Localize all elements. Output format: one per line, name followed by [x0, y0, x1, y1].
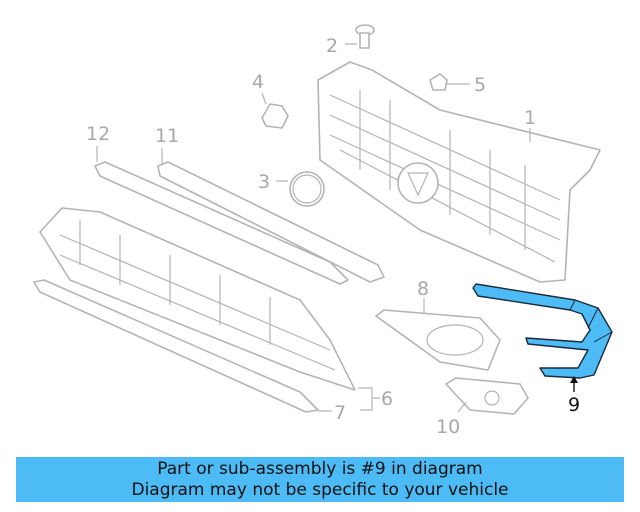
part-4-bracket[interactable]: [261, 92, 289, 129]
info-banner: Part or sub-assembly is #9 in diagram Di…: [16, 457, 624, 502]
callout-4: 4: [252, 71, 264, 93]
banner-line-2: Diagram may not be specific to your vehi…: [131, 480, 509, 500]
callout-3: 3: [258, 171, 270, 193]
callout-7: 7: [334, 402, 346, 424]
callout-12: 12: [86, 123, 110, 145]
part-8-bezel[interactable]: [375, 298, 501, 371]
callout-8: 8: [417, 278, 429, 300]
callout-5: 5: [474, 74, 486, 96]
part-11-strip[interactable]: [157, 148, 385, 283]
part-12-strip[interactable]: [94, 146, 349, 285]
banner-line-1: Part or sub-assembly is #9 in diagram: [157, 459, 483, 479]
callout-2: 2: [326, 35, 338, 57]
part-10-lower-bezel[interactable]: [445, 377, 529, 415]
part-3-ring[interactable]: [276, 171, 325, 207]
part-7-lower-strip[interactable]: [33, 279, 332, 413]
part-5-bolt[interactable]: [429, 73, 470, 91]
part-9-trim-highlighted[interactable]: [472, 283, 613, 392]
callout-9: 9: [568, 394, 580, 416]
part-6-lower-grille[interactable]: [39, 207, 380, 411]
callout-10: 10: [436, 416, 460, 438]
callout-1: 1: [524, 107, 536, 129]
part-1-upper-grille[interactable]: [317, 61, 601, 283]
part-2-screw[interactable]: [345, 24, 375, 49]
callout-11: 11: [155, 125, 179, 147]
callout-6: 6: [381, 388, 393, 410]
